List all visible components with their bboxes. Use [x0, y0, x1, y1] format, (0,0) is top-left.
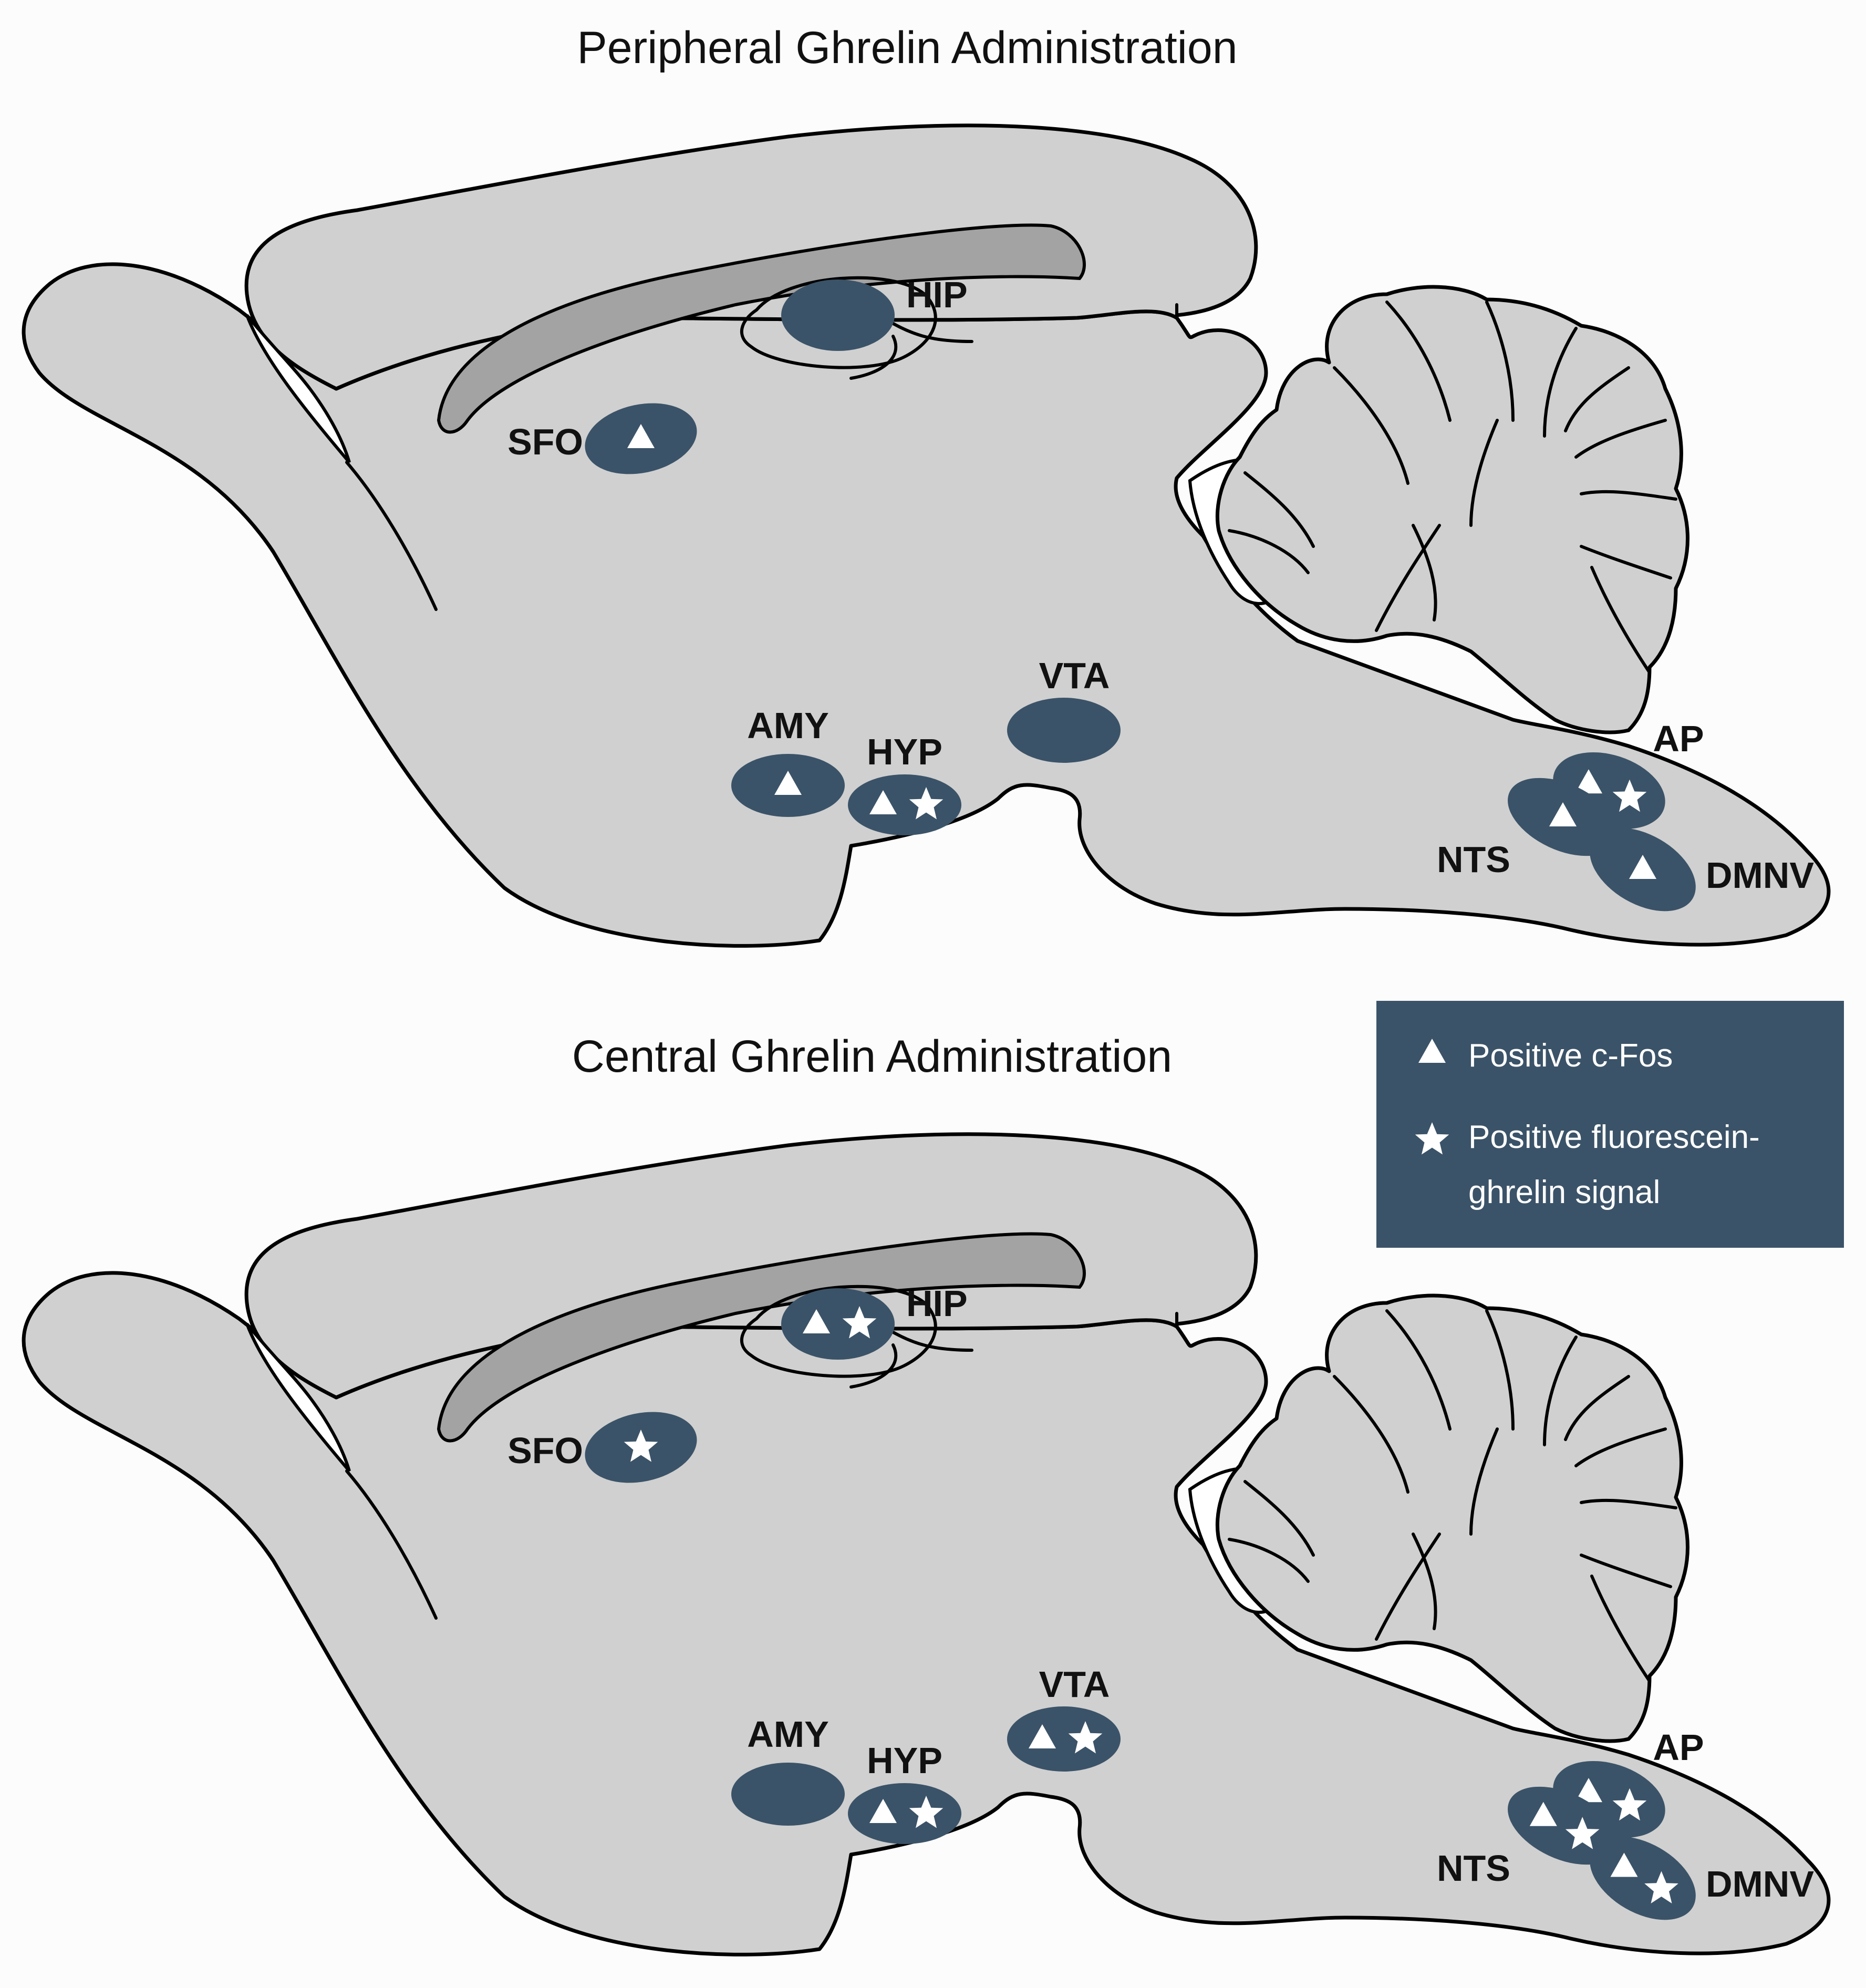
region-vta-shape: [1007, 698, 1121, 763]
region-hip: HIP: [781, 274, 968, 351]
region-label-ap: AP: [1653, 1727, 1704, 1768]
region-dmnv: DMNV: [1590, 1836, 1814, 1920]
region-hip-shape: [781, 1288, 895, 1360]
region-hyp: HYP: [848, 1740, 961, 1844]
region-hyp: HYP: [848, 731, 961, 835]
region-label-amy: AMY: [747, 705, 829, 746]
panel-title: Central Ghrelin Administration: [572, 1031, 1172, 1082]
legend-label-cfos: Positive c-Fos: [1468, 1038, 1673, 1074]
region-nts: NTS: [1437, 1786, 1618, 1889]
region-amy: AMY: [731, 705, 845, 817]
region-sfo: SFO: [507, 1412, 697, 1483]
region-label-sfo: SFO: [507, 1430, 583, 1471]
brain-panel-peripheral: HIP SFO AMY HYP VTA AP NTS DMNV: [24, 126, 1829, 946]
region-vta: VTA: [1007, 655, 1121, 763]
region-label-hip: HIP: [906, 1283, 968, 1324]
region-dmnv: DMNV: [1590, 827, 1814, 912]
region-hyp-shape: [848, 1783, 961, 1844]
region-hyp-shape: [848, 774, 961, 835]
region-label-hip: HIP: [906, 274, 968, 315]
region-hip: HIP: [781, 1283, 968, 1360]
region-label-hyp: HYP: [867, 1740, 942, 1781]
region-label-vta: VTA: [1039, 655, 1110, 696]
region-amy-shape: [731, 1763, 845, 1826]
region-label-hyp: HYP: [867, 731, 942, 772]
region-label-dmnv: DMNV: [1706, 855, 1814, 896]
region-vta-shape: [1007, 1706, 1121, 1772]
region-nts: NTS: [1437, 778, 1618, 880]
region-amy: AMY: [731, 1714, 845, 1826]
panel-title: Peripheral Ghrelin Administration: [577, 23, 1237, 73]
region-label-ap: AP: [1653, 718, 1704, 759]
region-vta: VTA: [1007, 1664, 1121, 1772]
region-sfo: SFO: [507, 403, 697, 474]
region-label-sfo: SFO: [507, 421, 583, 462]
legend: Positive c-Fos Positive fluorescein- ghr…: [1376, 1001, 1844, 1248]
legend-label-fluorescein-line1: Positive fluorescein-: [1468, 1119, 1760, 1155]
legend-label-fluorescein-line2: ghrelin signal: [1468, 1174, 1660, 1210]
region-label-vta: VTA: [1039, 1664, 1110, 1705]
region-label-nts: NTS: [1437, 1848, 1510, 1889]
region-label-nts: NTS: [1437, 839, 1510, 880]
region-label-dmnv: DMNV: [1706, 1863, 1814, 1904]
region-hip-shape: [781, 279, 895, 351]
region-label-amy: AMY: [747, 1714, 829, 1755]
legend-box: [1376, 1001, 1844, 1248]
brain-panel-central: HIP SFO AMY HYP VTA AP NTS DMNV: [24, 1134, 1829, 1955]
